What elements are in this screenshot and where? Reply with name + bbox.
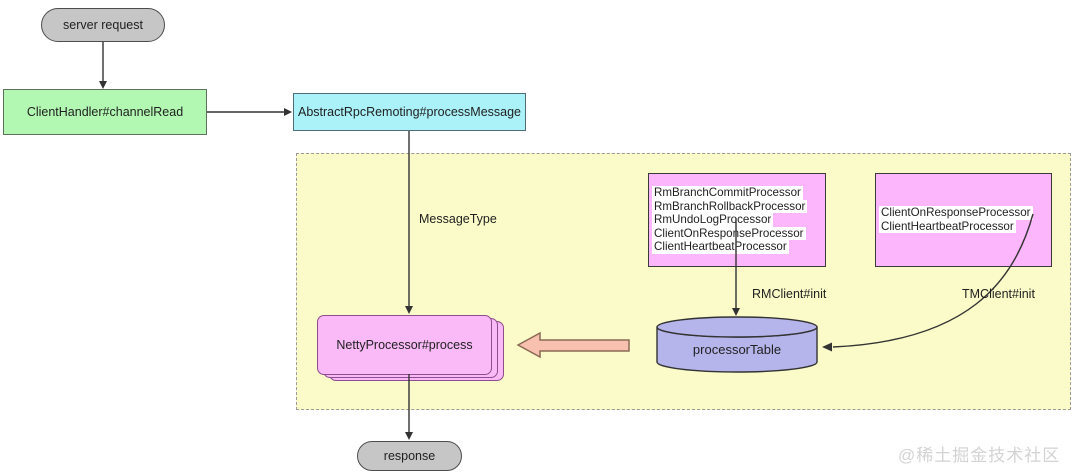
abstract-rpc-remoting-node[interactable]: AbstractRpcRemoting#processMessage — [293, 93, 526, 131]
abstract-rpc-remoting-label: AbstractRpcRemoting#processMessage — [297, 105, 522, 119]
watermark: @稀土掘金技术社区 — [898, 446, 1061, 465]
message-type-label: MessageType — [419, 212, 497, 226]
netty-processor-label: NettyProcessor#process — [336, 338, 473, 352]
arrow-server-to-handler — [99, 42, 107, 89]
arrow-handler-to-rpc — [207, 108, 292, 116]
netty-processor-box[interactable]: NettyProcessor#process — [317, 315, 492, 375]
tm-client-init-label: TMClient#init — [962, 287, 1035, 301]
rm-processor-list-box[interactable]: RmBranchCommitProcessor RmBranchRollback… — [648, 173, 826, 267]
list-item: RmUndoLogProcessor — [652, 213, 774, 227]
server-request-label: server request — [63, 18, 143, 32]
client-handler-node[interactable]: ClientHandler#channelRead — [3, 89, 207, 135]
rm-client-init-label: RMClient#init — [752, 287, 827, 301]
list-item: ClientOnResponseProcessor — [652, 226, 806, 241]
response-label: response — [383, 449, 436, 463]
processor-table-label: processorTable — [692, 341, 782, 357]
server-request-node[interactable]: server request — [41, 8, 165, 42]
list-item: RmBranchCommitProcessor — [652, 186, 803, 200]
list-item: ClientOnResponseProcessor — [879, 206, 1033, 220]
list-item: ClientHeartbeatProcessor — [879, 219, 1016, 234]
list-item: ClientHeartbeatProcessor — [652, 240, 789, 254]
client-handler-label: ClientHandler#channelRead — [26, 105, 184, 119]
netty-processor-node[interactable]: NettyProcessor#process — [317, 315, 504, 381]
list-item: RmBranchRollbackProcessor — [652, 199, 808, 214]
response-node[interactable]: response — [357, 441, 462, 471]
tm-processor-list-box[interactable]: ClientOnResponseProcessor ClientHeartbea… — [875, 173, 1052, 267]
